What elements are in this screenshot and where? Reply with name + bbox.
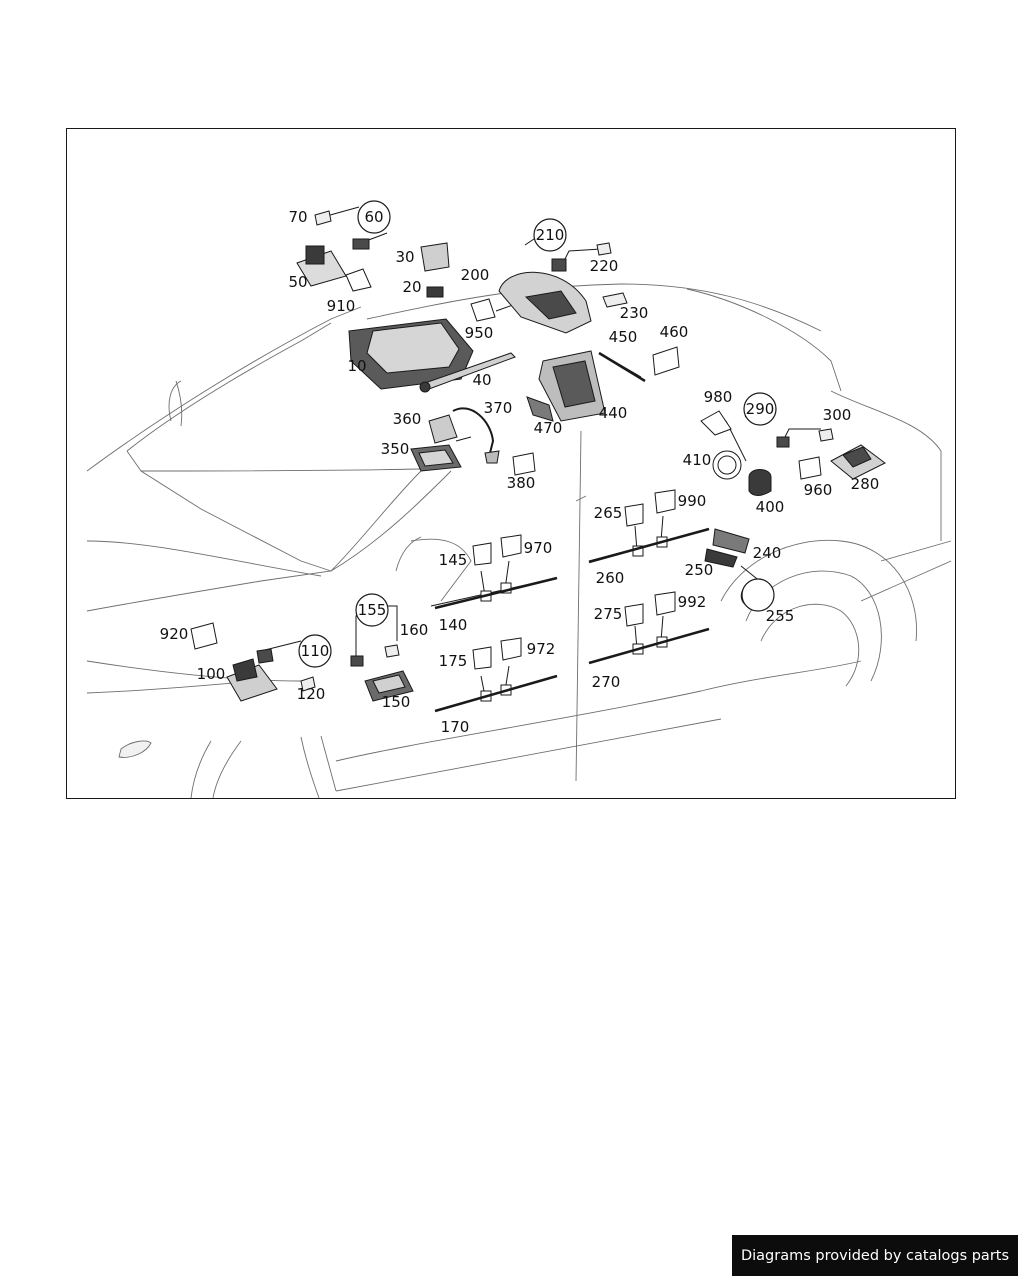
callout-label-970: 970 <box>524 539 553 557</box>
callout-label-230: 230 <box>620 304 649 322</box>
callout-label-170: 170 <box>441 718 470 736</box>
callout-label-140: 140 <box>439 616 468 634</box>
callout-label-450: 450 <box>609 328 638 346</box>
callout-label-990: 990 <box>678 492 707 510</box>
callout-label-175: 175 <box>439 652 468 670</box>
callout-labels: 70 60 30 50 20 910 10 40 210 220 200 230 950 450 460 36… <box>160 208 880 736</box>
callout-label-440: 440 <box>599 404 628 422</box>
callout-label-910: 910 <box>327 297 356 315</box>
callout-label-980: 980 <box>704 388 733 406</box>
callout-label-260: 260 <box>596 569 625 587</box>
callout-label-20: 20 <box>402 278 421 296</box>
callout-label-110: 110 <box>301 642 330 660</box>
callout-label-380: 380 <box>507 474 536 492</box>
callout-label-920: 920 <box>160 625 189 643</box>
callout-label-265: 265 <box>594 504 623 522</box>
footer-credit-badge: Diagrams provided by catalogs parts <box>732 1235 1018 1276</box>
light-cables <box>434 351 710 713</box>
callout-label-120: 120 <box>297 685 326 703</box>
callout-label-992: 992 <box>678 593 707 611</box>
callout-label-290: 290 <box>746 400 775 418</box>
footer-credit-text: Diagrams provided by catalogs parts <box>740 1247 1010 1264</box>
callout-label-960: 960 <box>804 481 833 499</box>
parts-diagram-frame: 70 60 30 50 20 910 10 40 210 220 200 230 950 450 460 36… <box>66 128 956 799</box>
callout-label-255: 255 <box>766 607 795 625</box>
callout-label-240: 240 <box>753 544 782 562</box>
callout-label-400: 400 <box>756 498 785 516</box>
callout-label-360: 360 <box>393 410 422 428</box>
car-body-outline <box>86 283 952 798</box>
callout-label-150: 150 <box>382 693 411 711</box>
callout-label-220: 220 <box>590 257 619 275</box>
callout-label-972: 972 <box>527 640 556 658</box>
callout-label-250: 250 <box>685 561 714 579</box>
callout-label-40: 40 <box>472 371 491 389</box>
callout-label-280: 280 <box>851 475 880 493</box>
callout-label-210: 210 <box>536 226 565 244</box>
callout-label-950: 950 <box>465 324 494 342</box>
callout-label-270: 270 <box>592 673 621 691</box>
callout-label-10: 10 <box>347 357 366 375</box>
callout-label-275: 275 <box>594 605 623 623</box>
callout-label-145: 145 <box>439 551 468 569</box>
callout-label-460: 460 <box>660 323 689 341</box>
callout-label-200: 200 <box>461 266 490 284</box>
callout-label-350: 350 <box>381 440 410 458</box>
callout-label-160: 160 <box>400 621 429 639</box>
callout-label-50: 50 <box>288 273 307 291</box>
callout-label-70: 70 <box>288 208 307 226</box>
callout-label-370: 370 <box>484 399 513 417</box>
callout-label-155: 155 <box>358 601 387 619</box>
parts-diagram: 70 60 30 50 20 910 10 40 210 220 200 230 950 450 460 36… <box>86 200 952 798</box>
callout-label-30: 30 <box>395 248 414 266</box>
callout-label-60: 60 <box>364 208 383 226</box>
callout-circles <box>298 200 777 668</box>
callout-label-300: 300 <box>823 406 852 424</box>
callout-label-410: 410 <box>683 451 712 469</box>
callout-label-470: 470 <box>534 419 563 437</box>
callout-label-100: 100 <box>197 665 226 683</box>
